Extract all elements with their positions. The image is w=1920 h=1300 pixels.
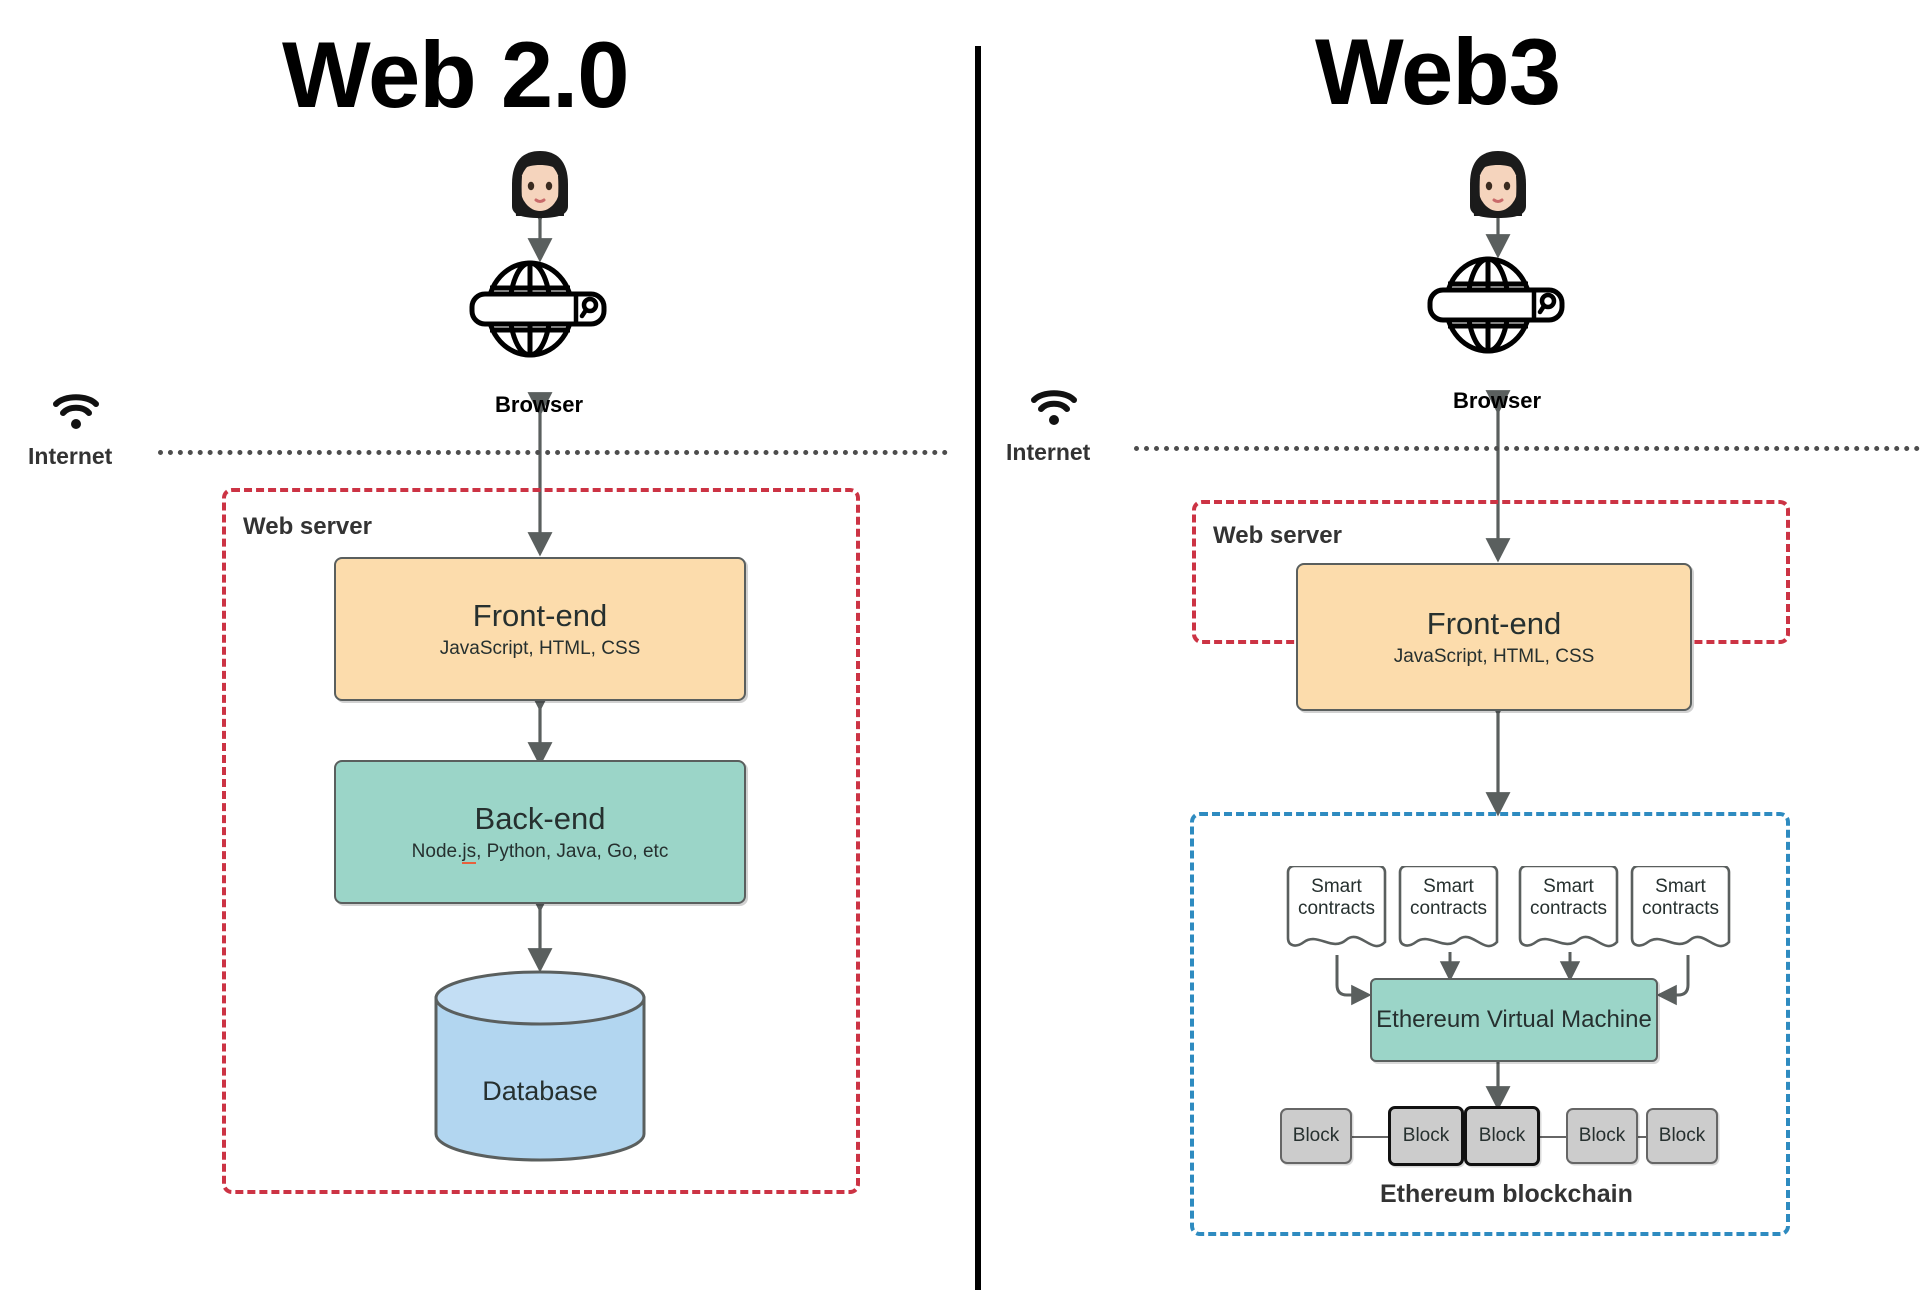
smart-contract-text: Smart contracts [1284, 876, 1389, 920]
globe-browser-icon [1424, 256, 1572, 359]
evm-label: Ethereum Virtual Machine [1376, 1006, 1652, 1033]
block-connector [1524, 1136, 1566, 1138]
smart-contract-line1: Smart [1423, 876, 1474, 897]
browser-label-web2: Browser [495, 392, 584, 417]
node-subtitle-prefix: Node. [411, 840, 463, 862]
smart-contract-2[interactable]: Smart contracts [1396, 864, 1501, 958]
internet-label-web3: Internet [1006, 439, 1091, 465]
browser-label-web3: Browser [1453, 388, 1542, 413]
block-5[interactable]: Block [1646, 1108, 1718, 1164]
node-title: Back-end [474, 800, 606, 836]
internet-label-web2: Internet [28, 443, 113, 469]
block-label: Block [1578, 1125, 1626, 1146]
wifi-icon [1030, 388, 1078, 431]
node-subtitle: JavaScript, HTML, CSS [439, 637, 641, 659]
smart-contract-line1: Smart [1543, 876, 1594, 897]
web-server-box-web2 [222, 488, 860, 1194]
smart-contract-line1: Smart [1311, 876, 1362, 897]
block-connector [1348, 1136, 1390, 1138]
database-label: Database [482, 1076, 598, 1106]
block-4[interactable]: Block [1566, 1108, 1638, 1164]
ethereum-blockchain-label: Ethereum blockchain [1380, 1180, 1633, 1208]
smart-contract-1[interactable]: Smart contracts [1284, 864, 1389, 958]
internet-dotted-line-web3 [1134, 446, 1920, 451]
block-1[interactable]: Block [1280, 1108, 1352, 1164]
node-database-web2[interactable]: Database [432, 968, 648, 1164]
person-emoji-svg [1470, 151, 1526, 218]
node-evm[interactable]: Ethereum Virtual Machine [1370, 978, 1658, 1062]
node-back-end-web2[interactable]: Back-end Node.js, Python, Java, Go, etc [334, 760, 746, 904]
globe-browser-icon [466, 260, 614, 363]
smart-contract-text: Smart contracts [1396, 876, 1501, 920]
web-server-label-web2: Web server [243, 513, 372, 540]
block-label: Block [1478, 1125, 1526, 1146]
wifi-icon [52, 392, 100, 435]
node-title: Front-end [472, 597, 608, 633]
smart-contract-line1: Smart [1655, 876, 1706, 897]
panel-divider [975, 46, 981, 1290]
node-subtitle-suffix: , Python, Java, Go, etc [476, 840, 669, 862]
web-server-label-web3: Web server [1213, 522, 1342, 549]
person-emoji [506, 148, 574, 220]
internet-dotted-line-web2 [158, 450, 948, 455]
smart-contract-line2: contracts [1641, 897, 1720, 919]
ethereum-blockchain-box [1190, 812, 1790, 1236]
person-emoji-svg [512, 151, 568, 218]
node-subtitle-misspelled: js [462, 840, 477, 864]
panel-title-web3: Web3 [1315, 19, 1561, 124]
block-label: Block [1402, 1125, 1450, 1146]
smart-contract-4[interactable]: Smart contracts [1628, 864, 1733, 958]
block-2[interactable]: Block [1388, 1106, 1464, 1166]
node-title: Front-end [1426, 605, 1562, 641]
smart-contract-3[interactable]: Smart contracts [1516, 864, 1621, 958]
panel-title-web2: Web 2.0 [282, 22, 630, 127]
block-label: Block [1658, 1125, 1706, 1146]
database-cylinder-shape [434, 970, 646, 1162]
block-label: Block [1292, 1125, 1340, 1146]
smart-contract-text: Smart contracts [1628, 876, 1733, 920]
smart-contract-line2: contracts [1409, 897, 1488, 919]
smart-contract-line2: contracts [1529, 897, 1608, 919]
node-front-end-web2[interactable]: Front-end JavaScript, HTML, CSS [334, 557, 746, 701]
person-emoji [1464, 148, 1532, 220]
node-subtitle: JavaScript, HTML, CSS [1393, 645, 1595, 667]
node-subtitle: Node.js, Python, Java, Go, etc [411, 840, 669, 864]
node-front-end-web3[interactable]: Front-end JavaScript, HTML, CSS [1296, 563, 1692, 711]
smart-contract-line2: contracts [1297, 897, 1376, 919]
smart-contract-text: Smart contracts [1516, 876, 1621, 920]
block-3[interactable]: Block [1464, 1106, 1540, 1166]
